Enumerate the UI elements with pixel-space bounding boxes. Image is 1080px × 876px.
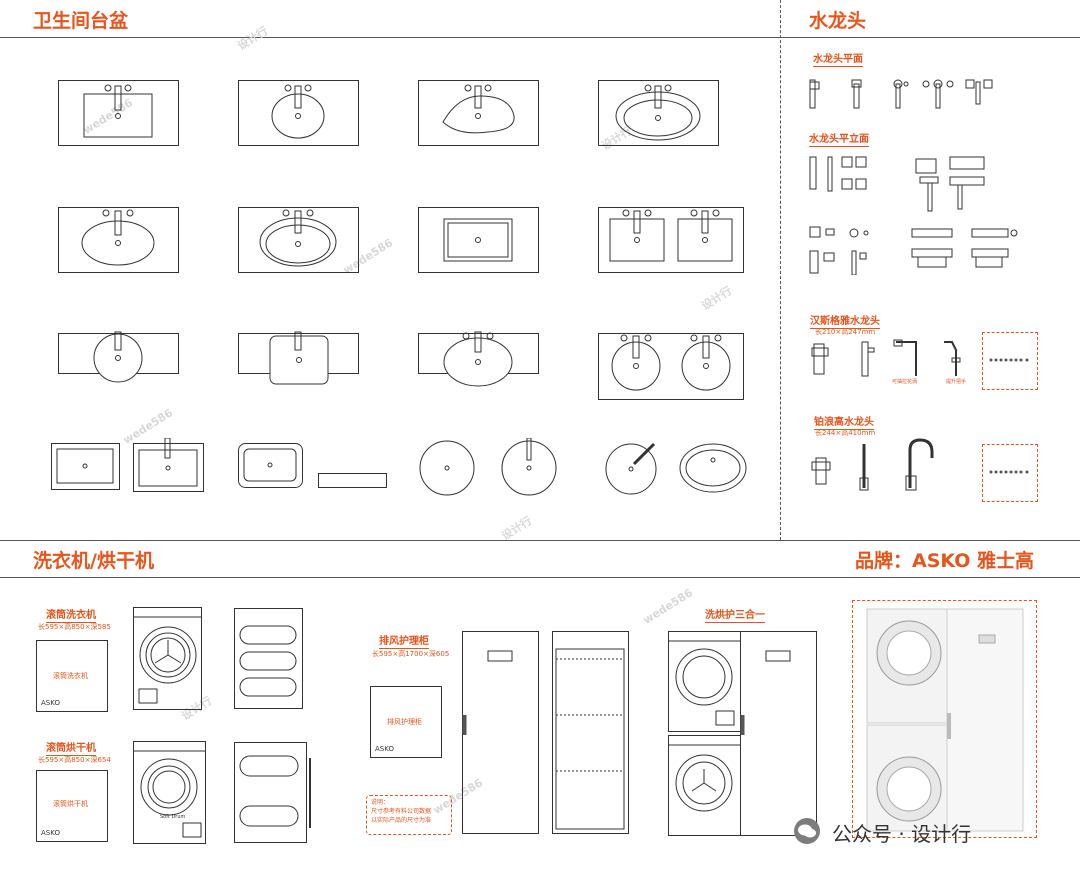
section-title-brand: 品牌：ASKO 雅士高	[855, 550, 1035, 572]
basin-rect-undermount	[58, 80, 180, 146]
gessi-title: 铂浪高水龙头	[814, 413, 874, 430]
hansgrohe-label-b: 提升把手	[946, 379, 967, 385]
hansgrohe-label-a: 可抽拉花洒	[892, 379, 918, 385]
cabinet-note: 说明： 尺寸参考有料公司数据 以实际产品的尺寸为准	[366, 795, 452, 835]
watermark: wede586	[640, 586, 696, 627]
drum-dryer-title: 滚筒烘干机	[46, 739, 96, 756]
hansgrohe-size: 长210×高247mm	[815, 328, 876, 336]
basin-side-elevation	[318, 473, 388, 489]
section-title-basin: 卫生间台盆	[33, 10, 129, 32]
section-divider-vertical	[780, 0, 781, 540]
basin-rect-rounded	[238, 443, 304, 489]
drum-dryer-drum-text: Soft Drum	[160, 814, 186, 820]
hansgrohe-title: 汉斯格雅水龙头	[810, 312, 880, 329]
drum-washer-size: 长595×高850×深585	[38, 623, 111, 631]
drum-washer-title: 滚筒洗衣机	[46, 606, 96, 623]
note-line: 以实际产品的尺寸为准	[371, 817, 432, 824]
basin-square-overhang	[238, 330, 360, 390]
cabinet-plan-label: 排风护理柜	[387, 718, 422, 726]
gessi-faucet-drawings	[810, 438, 950, 498]
drum-dryer-side	[234, 742, 314, 848]
cabinet-size: 长595×高1700×深605	[372, 650, 450, 658]
basin-oval-undermount	[58, 207, 180, 273]
faucet-plan-elevation-title: 水龙头平立面	[809, 130, 869, 147]
wechat-icon	[794, 818, 820, 844]
gessi-product-box	[982, 444, 1038, 502]
section-title-washer: 洗衣机/烘干机	[33, 550, 154, 572]
cabinet-front-open	[552, 631, 632, 839]
drum-dryer-plan-label: 滚筒烘干机	[53, 800, 88, 808]
basin-rect-counter-b	[133, 438, 205, 494]
watermark: 设计行	[499, 514, 535, 543]
wechat-account-label: 公众号 · 设计行	[832, 822, 972, 846]
basin-rect-counter-a	[51, 443, 121, 491]
basin-double-rect	[598, 207, 744, 273]
drum-dryer-front	[133, 741, 207, 849]
asko-logo: ASKO	[41, 829, 60, 837]
hansgrohe-product-box	[982, 332, 1038, 390]
basin-oval-vessel	[678, 442, 748, 494]
asko-logo: ASKO	[41, 699, 60, 707]
drum-washer-front	[133, 607, 203, 715]
asko-logo: ASKO	[375, 745, 394, 753]
cabinet-front-closed	[462, 631, 542, 839]
drum-dryer-size: 长595×高850×深654	[38, 756, 111, 764]
gessi-size: 长244×高410mm	[815, 429, 876, 437]
asko-product-photo	[852, 600, 1037, 838]
basin-rect-vessel	[418, 207, 540, 273]
basin-round-undermount	[238, 80, 360, 146]
middle-divider-2	[0, 577, 1080, 578]
faucet-plan-elevation-icons	[808, 155, 1018, 279]
drum-washer-plan: 滚筒洗衣机 ASKO	[36, 640, 108, 712]
basin-oval-large	[598, 80, 720, 146]
note-line: 尺寸参考有料公司数据	[371, 808, 432, 815]
combo-title: 洗烘护三合一	[705, 606, 765, 623]
basin-oval-double-rim	[238, 207, 360, 273]
combo-stack-front	[668, 631, 744, 841]
note-line: 说明：	[371, 799, 390, 806]
cabinet-title: 排风护理柜	[379, 632, 429, 649]
basin-double-round	[598, 330, 744, 400]
basin-round-vessel-a	[418, 439, 476, 497]
faucet-plan-icons	[808, 78, 1008, 116]
drum-washer-plan-label: 滚筒洗衣机	[53, 672, 88, 680]
hansgrohe-faucet-drawings	[810, 338, 980, 386]
watermark: 设计行	[235, 24, 271, 53]
basin-round-overhang	[58, 330, 180, 390]
basin-teardrop	[418, 80, 540, 146]
middle-divider	[0, 540, 1080, 541]
top-divider	[0, 37, 1080, 38]
drum-washer-side	[234, 608, 304, 714]
basin-oval-overhang	[418, 330, 540, 390]
basin-round-vessel-b	[500, 438, 558, 496]
cabinet-plan: 排风护理柜 ASKO	[370, 686, 442, 758]
combo-cabinet-front	[740, 631, 820, 841]
drum-dryer-plan: 滚筒烘干机 ASKO	[36, 770, 108, 842]
watermark: 设计行	[699, 284, 735, 313]
basin-round-vessel-c	[604, 440, 666, 496]
faucet-plan-title: 水龙头平面	[813, 50, 863, 67]
section-title-faucet: 水龙头	[809, 10, 867, 32]
